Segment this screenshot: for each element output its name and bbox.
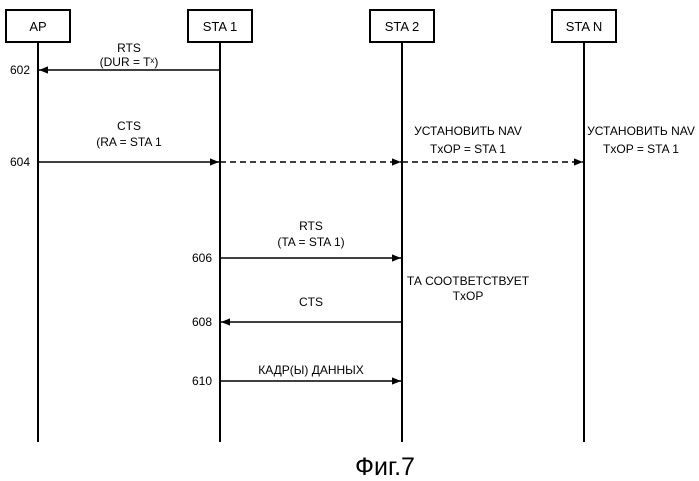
step-number-604: 604	[10, 155, 30, 169]
message-label-2-line-2: (RA = STA 1	[96, 135, 162, 149]
step-number-606: 606	[192, 251, 212, 265]
message-label-1-line-1: RTS	[117, 41, 141, 55]
step-number-610: 610	[192, 374, 212, 388]
message-label-5-line-1: RTS	[299, 219, 323, 233]
annotation-sta2-match-line-2: TxOP	[453, 289, 484, 303]
entity-label-ap: AP	[29, 19, 46, 34]
message-label-1-line-2: (DUR = Tˣ)	[100, 55, 159, 69]
annotation-sta2-nav-line-1: УСТАНОВИТЬ NAV	[414, 124, 522, 138]
annotation-stan-nav-line-1: УСТАНОВИТЬ NAV	[587, 124, 695, 138]
figure-caption: Фиг.7	[355, 453, 415, 481]
annotation-sta2-nav-line-2: TxOP = STA 1	[430, 142, 506, 156]
message-label-2-line-1: CTS	[117, 119, 141, 133]
entity-label-sta1: STA 1	[203, 19, 237, 34]
message-label-5-line-2: (TA = STA 1)	[277, 235, 344, 249]
annotation-stan-nav-line-2: TxOP = STA 1	[603, 142, 679, 156]
message-label-7-line-1: КАДР(Ы) ДАННЫХ	[258, 363, 364, 377]
step-number-602: 602	[10, 63, 30, 77]
step-number-608: 608	[192, 315, 212, 329]
entity-label-sta2: STA 2	[385, 19, 419, 34]
entity-label-stan: STA N	[566, 19, 603, 34]
message-label-6-line-1: CTS	[299, 295, 323, 309]
annotation-sta2-match-line-1: ТА СООТВЕТСТВУЕТ	[407, 274, 530, 288]
